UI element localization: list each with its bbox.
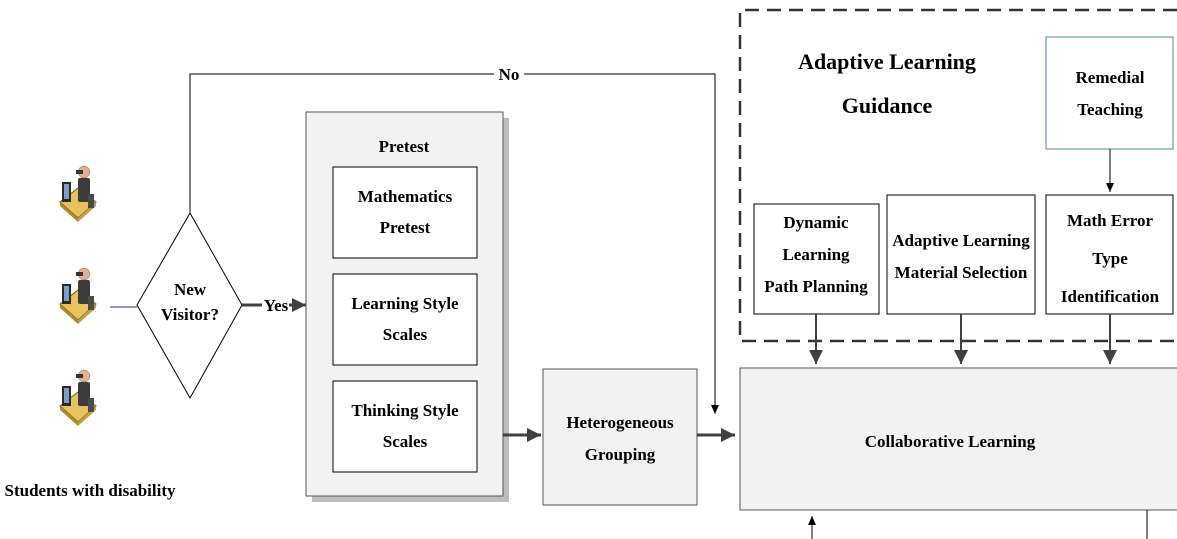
no-path-arrow [189, 73, 719, 414]
pretest-item-thinking-style-line2: Scales [383, 432, 428, 451]
module-material-line1: Adaptive Learning [892, 231, 1030, 250]
new-visitor-decision [136, 211, 243, 400]
module-error-line3: Identification [1061, 287, 1160, 306]
pretest-item-learning-style [332, 273, 478, 366]
adaptive-guidance-container [738, 8, 1177, 343]
student-icon-middle [59, 267, 97, 325]
guidance-title-line2: Guidance [842, 93, 933, 118]
no-label: No [499, 65, 520, 84]
collaborative-label: Collaborative Learning [865, 432, 1036, 451]
module-dynamic-path [753, 203, 880, 315]
module-material-line2: Material Selection [895, 263, 1028, 282]
pretest-item-thinking-style [332, 380, 478, 473]
guidance-title-line1: Adaptive Learning [798, 49, 976, 74]
heterogeneous-grouping-box [542, 368, 698, 506]
decision-line2: Visitor? [161, 305, 219, 324]
remedial-line2: Teaching [1077, 100, 1143, 119]
no-label-bg [494, 64, 524, 84]
module-error-line1: Math Error [1067, 211, 1154, 230]
pretest-item-math-line2: Pretest [380, 218, 431, 237]
student-icon-top [59, 165, 97, 223]
pretest-title: Pretest [379, 137, 430, 156]
module-material-selection [886, 194, 1036, 315]
student-icon-bottom [59, 369, 97, 427]
module-error-identification [1045, 194, 1174, 315]
pretest-item-learning-style-line1: Learning Style [351, 294, 459, 313]
grouping-line1: Heterogeneous [566, 413, 674, 432]
module-dynamic-line3: Path Planning [764, 277, 868, 296]
remedial-teaching-box [1045, 36, 1174, 150]
decision-line1: New [174, 280, 207, 299]
pretest-item-thinking-style-line1: Thinking Style [351, 401, 459, 420]
yes-label: Yes [264, 296, 289, 315]
students-caption: Students with disability [5, 481, 176, 500]
pretest-item-math-line1: Mathematics [358, 187, 453, 206]
pretest-item-math [332, 166, 478, 259]
module-dynamic-line1: Dynamic [783, 213, 849, 232]
grouping-line2: Grouping [585, 445, 656, 464]
remedial-line1: Remedial [1076, 68, 1145, 87]
collaborative-learning-box [739, 367, 1177, 511]
module-error-line2: Type [1092, 249, 1128, 268]
pretest-item-learning-style-line2: Scales [383, 325, 428, 344]
module-dynamic-line2: Learning [782, 245, 850, 264]
